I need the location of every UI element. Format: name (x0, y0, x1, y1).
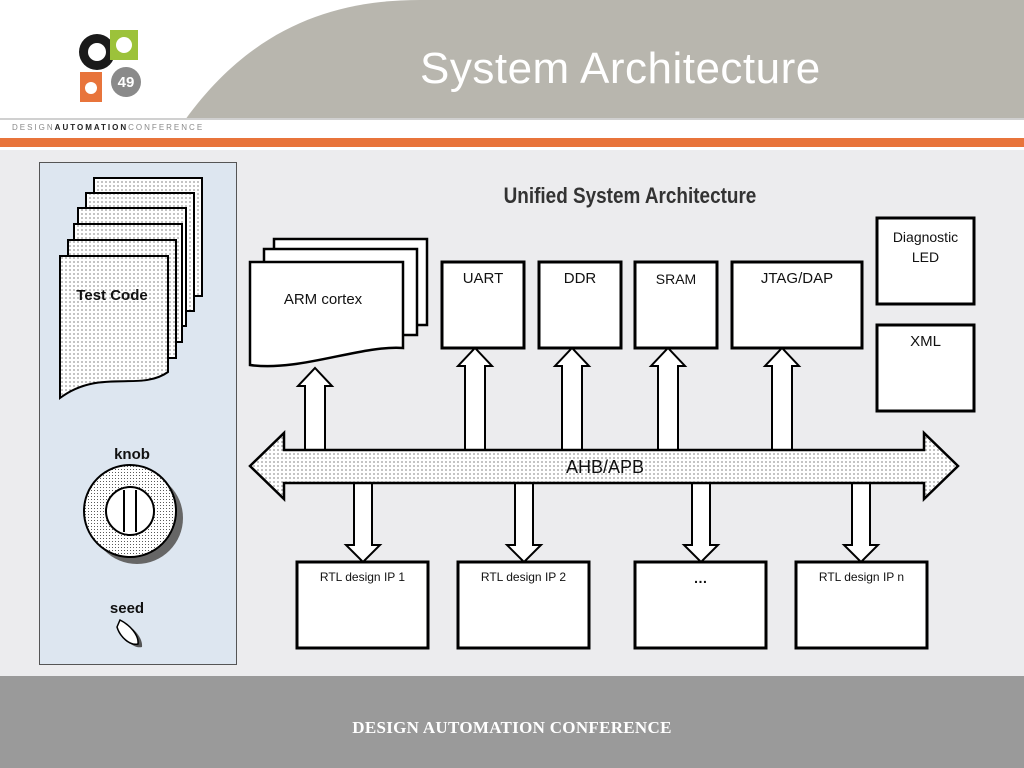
header-strip: DESIGNAUTOMATIONCONFERENCE (12, 123, 204, 132)
logo-number: 49 (117, 74, 135, 91)
header-strip-prefix: DESIGN (12, 123, 55, 132)
test-code-stack (59, 177, 203, 400)
slide-header: 49 System Architecture DESIGNAUTOMATIONC… (0, 0, 1024, 150)
header-swoosh (185, 0, 1024, 120)
uart-box (440, 260, 526, 350)
seed-icon (116, 618, 143, 648)
bus-label: AHB/APB (565, 457, 645, 477)
xml-box (875, 323, 976, 413)
sram-label: SRAM (655, 271, 697, 287)
arm-cortex-stack (248, 237, 429, 368)
ddr-label: DDR (563, 270, 597, 287)
uart-label: UART (462, 270, 504, 287)
peripheral-boxes (440, 216, 976, 413)
seed-label: seed (109, 600, 145, 617)
accent-bar (0, 138, 1024, 147)
rtl-boxes (295, 560, 929, 650)
jtag-dap-box (730, 260, 864, 350)
dac-logo (79, 30, 141, 102)
diagram-title: Unified System Architecture (503, 183, 757, 208)
ddr-box (537, 260, 623, 350)
ahb-apb-bus (248, 430, 960, 502)
header-graphic (0, 0, 1024, 150)
page-title: System Architecture (420, 44, 821, 93)
header-strip-highlight: AUTOMATION (54, 123, 129, 132)
sram-box (633, 260, 719, 350)
up-arrows (295, 346, 802, 451)
jtag-dap-label: JTAG/DAP (760, 270, 834, 287)
xml-label: XML (910, 333, 941, 350)
rtl-ip-1-label: RTL design IP 1 (319, 570, 406, 584)
arm-cortex-label: ARM cortex (283, 291, 363, 308)
slide-footer (0, 676, 1024, 768)
diagnostic-led-label: Diagnostic LED (892, 229, 959, 265)
rtl-ip-2-label: RTL design IP 2 (480, 570, 567, 584)
down-arrows (343, 479, 881, 564)
diagnostic-led-box (875, 216, 976, 306)
footer-text: DESIGN AUTOMATION CONFERENCE (352, 718, 672, 737)
rtl-ip-n-label: RTL design IP n (818, 570, 905, 584)
knob-icon (83, 464, 183, 564)
knob-label: knob (114, 446, 150, 463)
test-code-label: Test Code (76, 287, 148, 304)
header-strip-suffix: CONFERENCE (128, 123, 205, 132)
rtl-ellipsis-label: … (693, 570, 708, 586)
